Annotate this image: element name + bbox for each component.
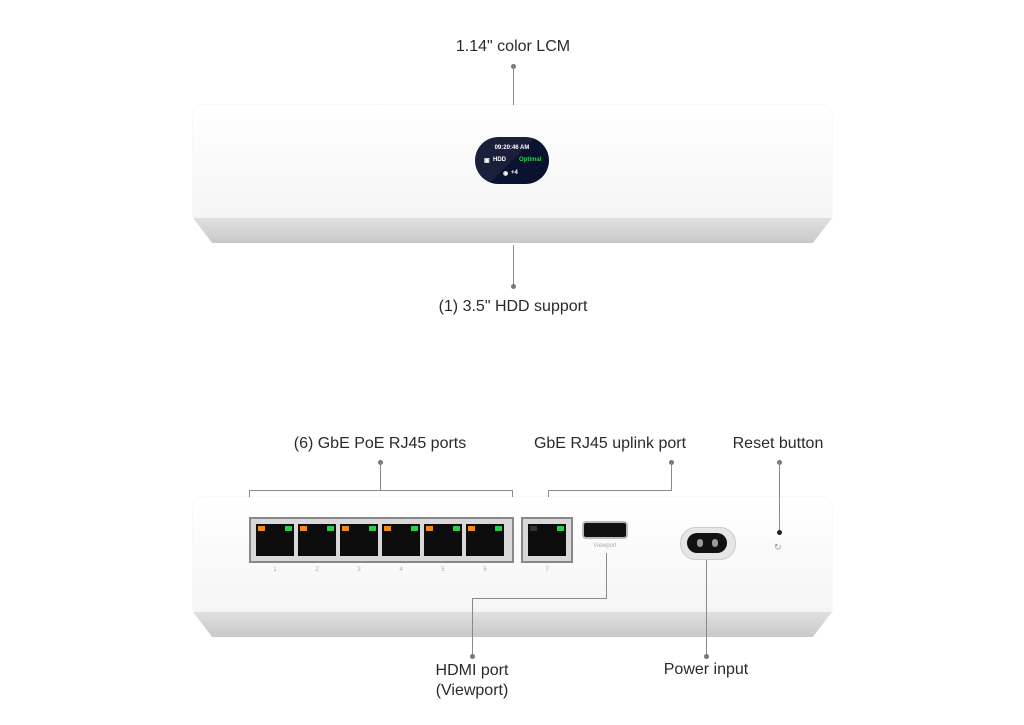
device-base — [193, 612, 832, 637]
rj45-port-5[interactable] — [424, 524, 462, 556]
lcm-screen: 09:20:46 AM ▣ HDD Optimal ◉ +4 — [475, 137, 549, 184]
screen-cameras: +4 — [511, 170, 518, 176]
reset-icon: ↻ — [774, 542, 782, 552]
lcm-label: 1.14" color LCM — [455, 38, 571, 55]
screen-drive: HDD — [493, 157, 506, 163]
callout-line — [606, 553, 607, 598]
screen-time: 09:20:46 AM — [494, 145, 530, 151]
callout-line — [513, 66, 514, 138]
reset-label: Reset button — [732, 435, 824, 452]
reset-button[interactable] — [777, 530, 782, 535]
callout-dot — [511, 284, 516, 289]
screen-status: Optimal — [519, 157, 542, 163]
rj45-port-2[interactable] — [298, 524, 336, 556]
rj45-port-3[interactable] — [340, 524, 378, 556]
bracket-line — [249, 490, 513, 491]
rj45-uplink-port[interactable] — [528, 524, 566, 556]
port-number: 1 — [273, 567, 277, 573]
port-number: 3 — [357, 567, 361, 573]
camera-icon: ◉ — [503, 171, 509, 177]
callout-dot — [470, 654, 475, 659]
hdmi-label: HDMI port (Viewport) — [392, 661, 552, 701]
uplink-label: GbE RJ45 uplink port — [533, 435, 687, 452]
port-number: 6 — [483, 567, 487, 573]
hdmi-port[interactable] — [582, 521, 628, 539]
power-input[interactable] — [680, 527, 736, 560]
port-number: 4 — [399, 567, 403, 573]
rj45-port-4[interactable] — [382, 524, 420, 556]
poe-ports-label: (6) GbE PoE RJ45 ports — [293, 435, 467, 452]
hdd-icon: ▣ — [484, 158, 490, 164]
callout-line — [548, 490, 672, 491]
device-base — [193, 218, 832, 243]
hdmi-port-label: Viewport — [593, 543, 617, 549]
hdmi-label-line1: HDMI port — [435, 662, 509, 679]
hdd-label: (1) 3.5" HDD support — [438, 298, 588, 315]
callout-line — [671, 462, 672, 490]
poe-port-panel — [249, 517, 514, 563]
callout-dot — [704, 654, 709, 659]
port-number: 5 — [441, 567, 445, 573]
callout-line — [779, 462, 780, 532]
callout-line — [706, 560, 707, 655]
callout-line — [380, 462, 381, 490]
port-number: 7 — [545, 567, 549, 573]
callout-line — [472, 598, 607, 599]
callout-line — [513, 245, 514, 285]
power-label: Power input — [663, 661, 749, 678]
callout-line — [472, 598, 473, 655]
rj45-port-1[interactable] — [256, 524, 294, 556]
port-number: 2 — [315, 567, 319, 573]
rj45-port-6[interactable] — [466, 524, 504, 556]
hdmi-label-line2: (Viewport) — [435, 682, 509, 699]
uplink-port-panel — [521, 517, 573, 563]
